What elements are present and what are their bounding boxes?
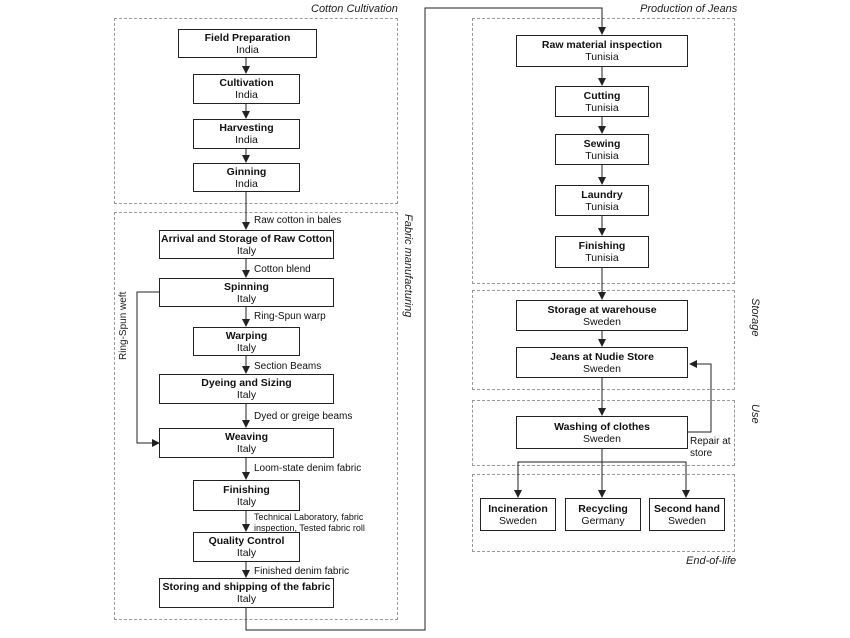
group-end-of-life [472,474,735,552]
group-production-of-jeans [472,18,735,284]
group-label-production-of-jeans: Production of Jeans [640,3,738,15]
group-fabric-manufacturing [114,212,398,620]
node-laundry: Laundry Tunisia [555,185,649,216]
node-location: India [235,134,258,146]
node-location: Sweden [668,514,706,527]
node-cultivation: Cultivation India [193,74,300,104]
node-washing-clothes: Washing of clothes Sweden [516,416,688,449]
edge-label-ring-spun-weft: Ring-Spun weft [118,291,129,360]
node-location: Italy [236,547,257,559]
node-location: Tunisia [585,252,619,264]
node-title: Finishing [223,483,270,496]
node-location: Tunisia [585,200,619,213]
node-location: Italy [236,443,257,455]
node-title: Ginning [226,165,267,178]
node-location: Italy [236,292,257,305]
node-title: Incineration [488,502,548,515]
node-ginning: Ginning India [193,163,300,192]
edge-label-finished-denim: Finished denim fabric [254,566,350,577]
edge-label-ring-spun-warp: Ring-Spun warp [254,311,326,322]
node-title: Dyeing and Sizing [201,377,292,389]
node-quality-control: Quality Control Italy [193,532,300,562]
node-arrival-storage: Arrival and Storage of Raw Cotton Italy [159,230,334,259]
node-title: Washing of clothes [554,420,650,433]
node-sewing: Sewing Tunisia [555,134,649,165]
node-title: Storing and shipping of the fabric [162,581,331,593]
group-cotton-cultivation [114,18,398,204]
node-nudie-store: Jeans at Nudie Store Sweden [516,347,688,378]
edge-label-section-beams: Section Beams [254,361,322,372]
node-title: Finishing [578,240,626,252]
node-location: Tunisia [585,101,619,114]
node-title: Warping [225,329,268,342]
node-incineration: Incineration Sweden [480,498,556,531]
node-field-preparation: Field Preparation India [178,29,317,58]
node-location: India [236,43,259,56]
node-location: India [235,177,258,190]
node-title: Second hand [654,502,720,515]
node-second-hand: Second hand Sweden [649,498,725,531]
node-storage-warehouse: Storage at warehouse Sweden [516,300,688,331]
node-dyeing-sizing: Dyeing and Sizing Italy [159,374,334,404]
node-location: Sweden [583,432,621,445]
node-title: Raw material inspection [541,39,663,51]
node-cutting: Cutting Tunisia [555,86,649,117]
edge-label-cotton-blend: Cotton blend [254,264,311,275]
node-spinning: Spinning Italy [159,278,334,307]
node-location: Italy [236,341,257,354]
edge-label-dyed-greige-beams: Dyed or greige beams [254,411,353,422]
edge-label-technical-laboratory: Technical Laboratory, fabric inspection,… [254,512,365,533]
node-location: Italy [236,389,257,401]
node-location: Sweden [583,362,621,375]
group-label-end-of-life: End-of-life [686,555,737,567]
node-title: Recycling [578,502,628,515]
node-title: Harvesting [219,122,274,134]
node-location: Sweden [499,514,537,527]
node-weaving: Weaving Italy [159,428,334,458]
node-raw-material-inspection: Raw material inspection Tunisia [516,35,688,67]
node-location: Germany [581,514,625,527]
group-storage [472,290,735,390]
node-location: Sweden [583,315,621,328]
node-finishing-fabric: Finishing Italy [193,480,300,511]
node-title: Jeans at Nudie Store [550,350,654,363]
node-title: Cutting [583,89,621,102]
node-title: Field Preparation [204,31,291,44]
group-use [472,400,735,466]
group-label-cotton-cultivation: Cotton Cultivation [311,3,398,15]
edge-label-loom-state-fabric: Loom-state denim fabric [254,463,362,474]
node-title: Arrival and Storage of Raw Cotton [161,232,332,245]
node-title: Quality Control [208,535,285,547]
node-storing-shipping: Storing and shipping of the fabric Italy [159,578,334,608]
node-location: Italy [236,593,257,605]
edge-label-repair-at-store: Repair at store [690,436,731,459]
node-location: Italy [236,495,257,508]
node-title: Spinning [224,280,269,293]
node-warping: Warping Italy [193,327,300,356]
node-title: Cultivation [219,77,274,89]
node-location: Tunisia [585,149,619,162]
node-recycling: Recycling Germany [565,498,641,531]
node-title: Laundry [581,188,623,201]
node-location: Italy [236,244,257,257]
node-harvesting: Harvesting India [193,119,300,149]
edge-label-raw-cotton-bales: Raw cotton in bales [254,215,342,226]
node-location: Tunisia [585,51,619,63]
node-title: Storage at warehouse [547,303,657,316]
node-title: Weaving [225,431,268,443]
node-title: Sewing [583,137,621,150]
node-finishing-jeans: Finishing Tunisia [555,236,649,268]
node-location: India [235,89,258,101]
